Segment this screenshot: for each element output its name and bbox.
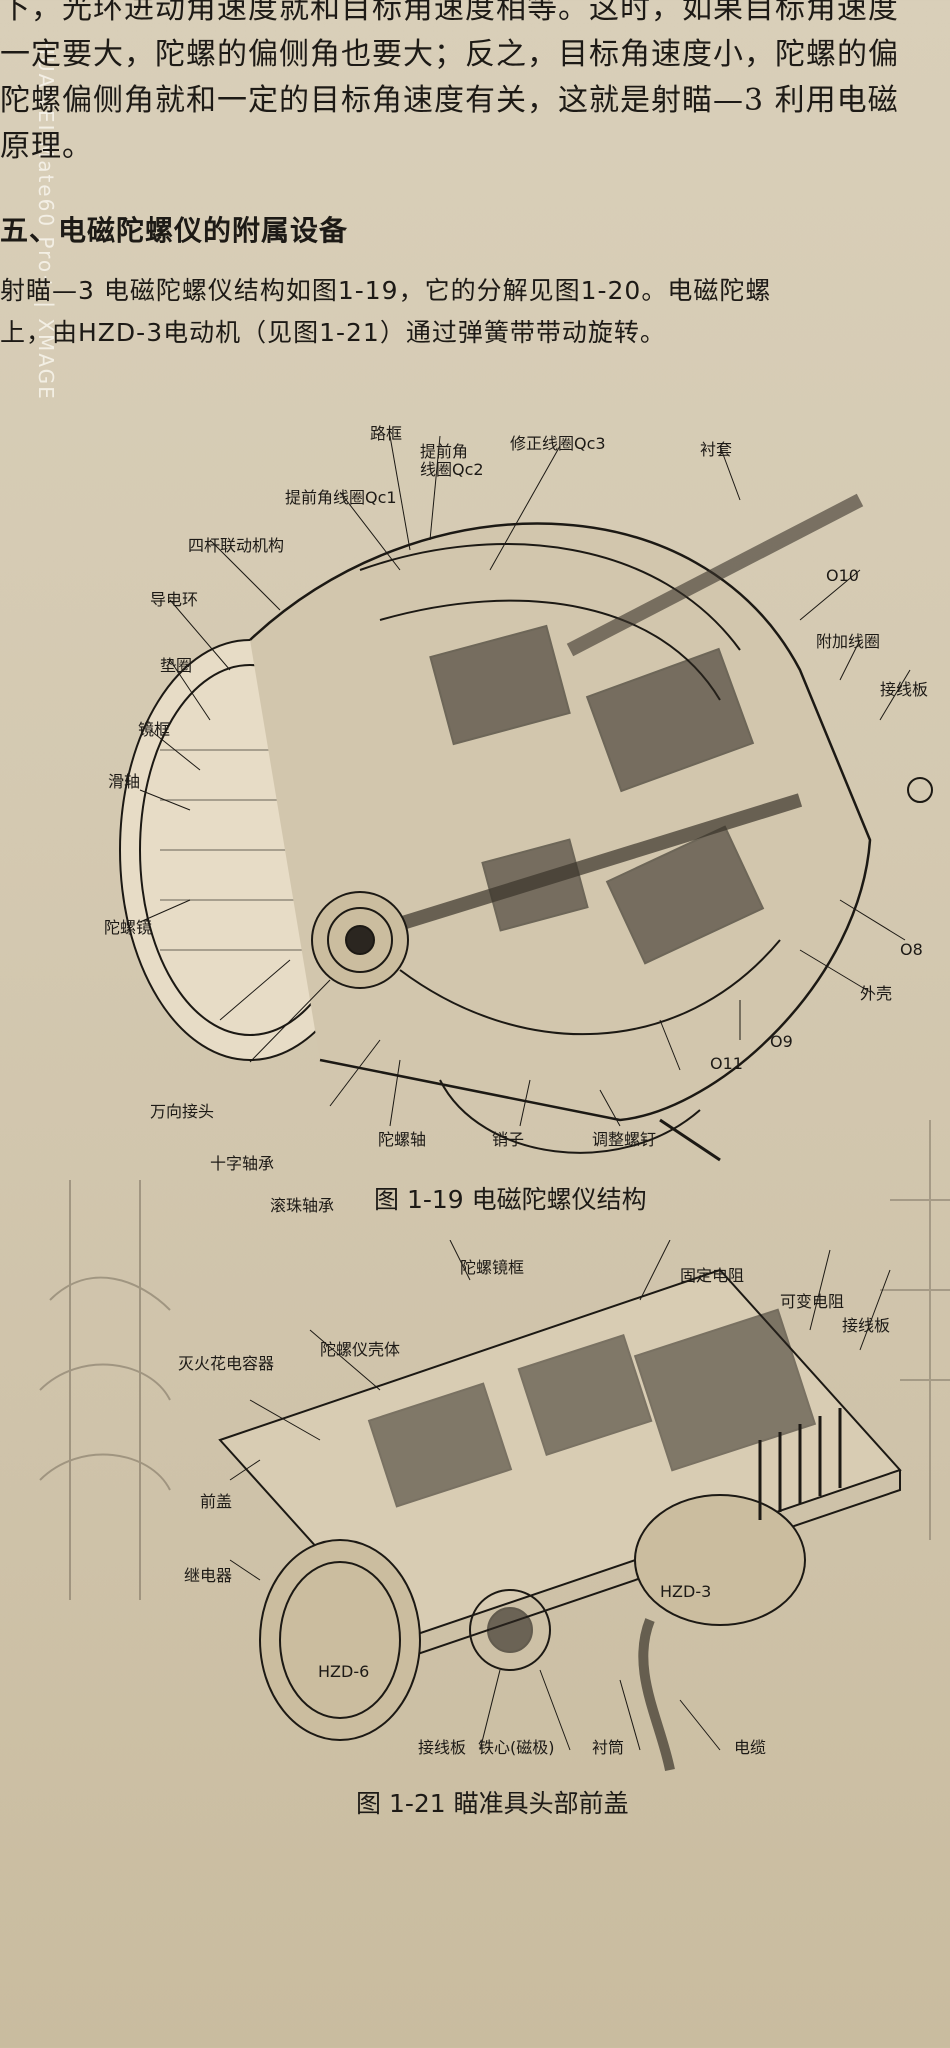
label-xiaozi: 销子 xyxy=(492,1130,525,1149)
paragraph-line-1: 射瞄—3 电磁陀螺仪结构如图1-19，它的分解见图1-20。电磁陀螺 xyxy=(0,276,772,305)
label-jingkuang: 镜框 xyxy=(138,720,171,739)
figure-1-21-caption: 图 1-21 瞄准具头部前盖 xyxy=(356,1789,629,1818)
label-tuoluozhou: 陀螺轴 xyxy=(378,1130,427,1149)
label-chentao: 衬套 xyxy=(700,440,733,459)
label-sigan: 四杆联动机构 xyxy=(188,536,285,555)
label-o11: O11 xyxy=(710,1054,743,1073)
fig21-label-hzd3: HZD-3 xyxy=(660,1582,712,1601)
figure-1-21-illustration xyxy=(200,1240,920,1780)
figure-1-19-caption: 图 1-19 电磁陀螺仪结构 xyxy=(374,1185,647,1214)
label-shizi: 十字轴承 xyxy=(210,1154,275,1173)
adjacent-page-sketch xyxy=(30,1180,180,1620)
label-qc2: 线圈Qc2 xyxy=(420,460,484,479)
label-quanbao: 垫圈 xyxy=(160,656,193,675)
label-gunzhu: 滚珠轴承 xyxy=(270,1196,335,1215)
label-o9: O9 xyxy=(770,1032,793,1051)
label-huazhou: 滑轴 xyxy=(108,772,141,791)
fig21-label-jidian: 继电器 xyxy=(184,1566,233,1585)
watermark-label: XMAGE xyxy=(34,318,58,401)
fig21-label-kebian: 可变电阻 xyxy=(780,1292,845,1311)
fig21-label-qiangai: 前盖 xyxy=(200,1492,233,1511)
figure-1-19-illustration xyxy=(100,420,950,1180)
label-tiaozheng: 调整螺钉 xyxy=(592,1130,657,1149)
label-o10: O10 xyxy=(826,566,859,585)
label-tiqian: 提前角 xyxy=(420,442,469,461)
label-daodian: 导电环 xyxy=(150,590,199,609)
watermark-brand: HUAWEI xyxy=(34,40,58,133)
fig21-label-guding: 固定电阻 xyxy=(680,1266,745,1285)
adjacent-page-schematic xyxy=(870,1120,950,1540)
fig21-label-tiexin: 铁心(磁极) xyxy=(478,1738,555,1757)
label-jiexianban: 接线板 xyxy=(880,680,929,699)
label-tuoluojing: 陀螺镜 xyxy=(104,918,153,937)
text-line-1: 下，光环进动角速度就和目标角速度相等。这时，如果目标角速度 xyxy=(0,0,899,26)
fig21-label-jiexianban: 接线板 xyxy=(418,1738,467,1757)
fig21-label-chentong: 衬筒 xyxy=(592,1738,625,1757)
fig21-label-jingkuang: 陀螺镜框 xyxy=(460,1258,525,1277)
fig21-label-hzd6: HZD-6 xyxy=(318,1662,370,1681)
fig21-label-keti: 陀螺仪壳体 xyxy=(320,1340,401,1359)
label-o8: O8 xyxy=(900,940,923,959)
paragraph-line-2: 上，由HZD-3电动机（见图1-21）通过弹簧带带动旋转。 xyxy=(0,318,666,347)
fig21-label-dianlan: 电缆 xyxy=(734,1738,767,1757)
text-line-4: 原理。 xyxy=(0,129,93,164)
watermark-separator: | xyxy=(34,301,58,310)
text-line-3: 陀螺偏侧角就和一定的目标角速度有关，这就是射瞄—3 利用电磁 xyxy=(0,83,899,118)
section-heading: 五、电磁陀螺仪的附属设备 xyxy=(0,214,349,247)
label-waike: 外壳 xyxy=(860,984,893,1003)
label-qc1: 提前角线圈Qc1 xyxy=(285,488,397,507)
label-wanxiang: 万向接头 xyxy=(150,1102,215,1121)
label-fujia: 附加线圈 xyxy=(816,632,881,651)
label-xiuzheng: 修正线圈Qc3 xyxy=(510,434,606,453)
watermark-model: Mate60 Pro+ xyxy=(34,140,58,293)
camera-watermark: HUAWEI Mate60 Pro+ | XMAGE xyxy=(24,40,58,480)
text-line-2: 一定要大，陀螺的偏侧角也要大；反之，目标角速度小，陀螺的偏 xyxy=(0,37,899,72)
fig21-label-jiexian: 接线板 xyxy=(842,1316,891,1335)
fig21-label-miehuo: 灭火花电容器 xyxy=(178,1354,275,1373)
label-juhuan: 路框 xyxy=(370,424,403,443)
